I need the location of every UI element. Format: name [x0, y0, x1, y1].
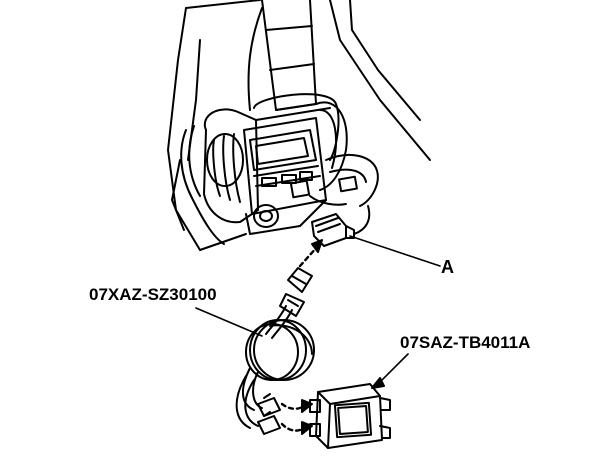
leader-line-cable — [195, 307, 263, 337]
insertion-arrow — [298, 239, 323, 268]
callout-module-part-number: 07SAZ-TB4011A — [400, 333, 531, 352]
leader-line-module — [371, 353, 409, 389]
test-module — [309, 383, 391, 449]
plug-arrows — [280, 399, 313, 435]
callout-connector-a: A — [441, 257, 454, 277]
test-harness-cable — [235, 267, 315, 435]
dashboard-illustration — [167, 0, 431, 251]
connector-a — [311, 205, 371, 247]
leader-line-a — [349, 235, 441, 267]
callout-cable-part-number: 07XAZ-SZ30100 — [89, 285, 217, 304]
